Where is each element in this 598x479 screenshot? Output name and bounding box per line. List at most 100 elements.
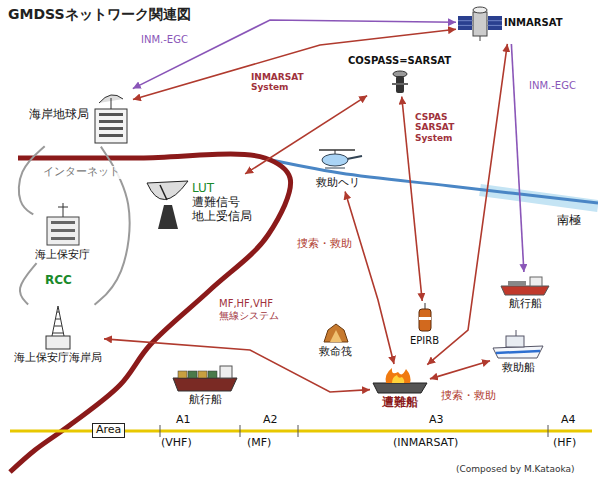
- icon-part: [62, 203, 63, 217]
- icon-part: [424, 303, 425, 309]
- icon-part: [56, 319, 61, 320]
- icon-part: [488, 16, 502, 30]
- icon-part: [508, 281, 526, 286]
- area-label: A1: [175, 414, 192, 427]
- connector: [511, 44, 524, 272]
- icon-part: [319, 149, 355, 151]
- band-label: (MF): [246, 437, 272, 450]
- band-label: (VHF): [160, 437, 193, 450]
- edge-label: インターネット: [42, 166, 121, 179]
- connector: [133, 29, 456, 99]
- icon-part: [419, 309, 431, 331]
- icon: [500, 274, 550, 296]
- node-label: INMARSAT: [504, 17, 562, 29]
- node-label: 遭難船: [382, 396, 418, 410]
- node-label: 救命筏: [319, 346, 352, 359]
- icon-part: [501, 286, 549, 295]
- icon-part: [496, 351, 540, 353]
- edge-label: INM.-EGC: [140, 34, 189, 46]
- icon-part: [324, 324, 348, 342]
- node-label: 救助船: [502, 362, 535, 375]
- icon-part: [373, 383, 427, 393]
- region-label: 南極: [556, 214, 582, 228]
- icon: [322, 322, 350, 344]
- connector: [345, 192, 394, 365]
- area-label: Area: [92, 423, 125, 438]
- icon-part: [52, 306, 64, 336]
- connector: [430, 361, 490, 379]
- icon-part: [99, 113, 123, 116]
- ship-node: 遭難船: [372, 366, 428, 410]
- beacon-node: EPIRB: [410, 303, 439, 347]
- icon-part: [51, 221, 75, 224]
- icon-part: [147, 181, 188, 200]
- node-label: 航行船: [189, 394, 222, 407]
- icon-part: [473, 7, 487, 13]
- ship-node: 航行船: [500, 274, 550, 311]
- area-tick: [240, 425, 241, 437]
- connector: [427, 44, 507, 365]
- node-label: EPIRB: [410, 335, 439, 347]
- edge-label: INMARSAT System: [250, 72, 310, 93]
- icon-part: [392, 375, 404, 383]
- node-label: 海岸地球局: [29, 108, 89, 122]
- raft-node: 救命筏: [319, 322, 352, 359]
- icon-part: [330, 330, 342, 342]
- area-label: A4: [560, 414, 577, 427]
- area-tick: [548, 425, 549, 437]
- credit-note: (Composed by M.Kataoka): [455, 464, 576, 474]
- icon: [144, 175, 190, 231]
- icon-part: [51, 229, 75, 232]
- connector: [19, 146, 45, 214]
- area-tick: [160, 425, 161, 437]
- ship-node: 救助船: [492, 330, 544, 375]
- icon-part: [57, 312, 59, 313]
- icon-part: [173, 378, 237, 391]
- icon-part: [220, 366, 232, 378]
- satellite-node: INMARSAT: [458, 4, 562, 42]
- icon-part: [47, 217, 79, 245]
- icon: [458, 4, 502, 42]
- node-label: 海上保安庁: [35, 249, 90, 262]
- icon-part: [54, 326, 62, 327]
- office-node: 海上保安庁: [35, 203, 90, 262]
- area-label: A2: [262, 414, 279, 427]
- ship-node: 航行船: [172, 364, 238, 407]
- icon-part: [386, 368, 411, 383]
- node-label: COSPASS=SARSAT: [348, 55, 451, 67]
- icon: [172, 364, 238, 392]
- area-label: A3: [428, 414, 445, 427]
- icon-part: [198, 371, 207, 378]
- node-label: 救助ヘリ: [316, 177, 360, 190]
- station-node: 海上保安庁海岸局: [14, 306, 102, 365]
- icon: [41, 203, 85, 247]
- icon-part: [46, 336, 70, 349]
- connector: [104, 339, 370, 392]
- icon-part: [335, 150, 336, 154]
- center-label: RCC: [44, 274, 73, 288]
- helicopter-node: 救助ヘリ: [313, 147, 363, 190]
- station-node: 海岸地球局: [29, 85, 131, 145]
- area-tick: [298, 425, 299, 437]
- icon: [492, 330, 544, 360]
- icon-part: [95, 109, 127, 143]
- station-node: LUT遭難信号 地上受信局: [144, 175, 256, 231]
- icon-part: [325, 168, 345, 169]
- edge-label: 捜索・救助: [440, 390, 497, 403]
- node-label: 遭難信号 地上受信局: [192, 196, 256, 224]
- icon-part: [480, 36, 481, 41]
- icon-part: [58, 207, 68, 208]
- icon-part: [99, 127, 123, 130]
- node-label: 航行船: [509, 298, 542, 311]
- icon: [416, 303, 434, 333]
- icon-part: [111, 98, 112, 109]
- icon-part: [188, 371, 197, 378]
- icon: [372, 366, 428, 394]
- edge-label: 捜索・救助: [296, 238, 353, 251]
- sea-line: [262, 158, 598, 203]
- node-label: LUT: [192, 182, 214, 196]
- icon: [43, 306, 73, 350]
- band-label: (HF): [552, 437, 577, 450]
- icon-part: [208, 371, 217, 378]
- icon-part: [516, 330, 517, 336]
